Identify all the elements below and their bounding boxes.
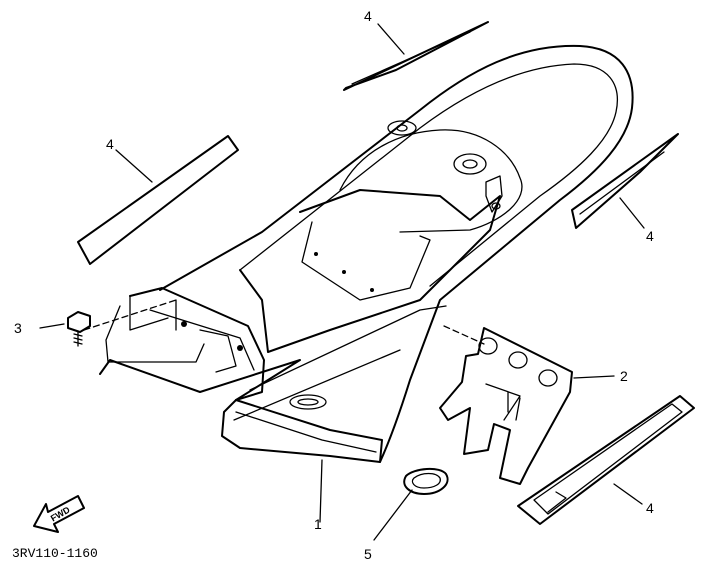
grommet-part-5 [403, 468, 449, 495]
stripe-decal-right [571, 133, 679, 229]
callout-1: 1 [314, 516, 322, 532]
callout-4-left: 4 [106, 136, 114, 152]
stripe-decal-left [77, 135, 239, 265]
stripe-decal-bottom [517, 395, 695, 525]
callout-4-right: 4 [646, 228, 654, 244]
callout-5: 5 [364, 546, 372, 562]
callout-3: 3 [14, 320, 22, 336]
fwd-arrow-icon [33, 495, 85, 533]
stripe-decal-top [343, 21, 489, 91]
leader-lines [39, 23, 645, 541]
bolt-part-3 [67, 299, 177, 347]
drawing-code: 3RV110-1160 [12, 546, 98, 561]
callout-4-bottom: 4 [646, 500, 654, 516]
rear-cowl-body [99, 44, 634, 463]
bracket-part-2 [439, 325, 573, 485]
callout-4-top: 4 [364, 8, 372, 24]
callout-2: 2 [620, 368, 628, 384]
